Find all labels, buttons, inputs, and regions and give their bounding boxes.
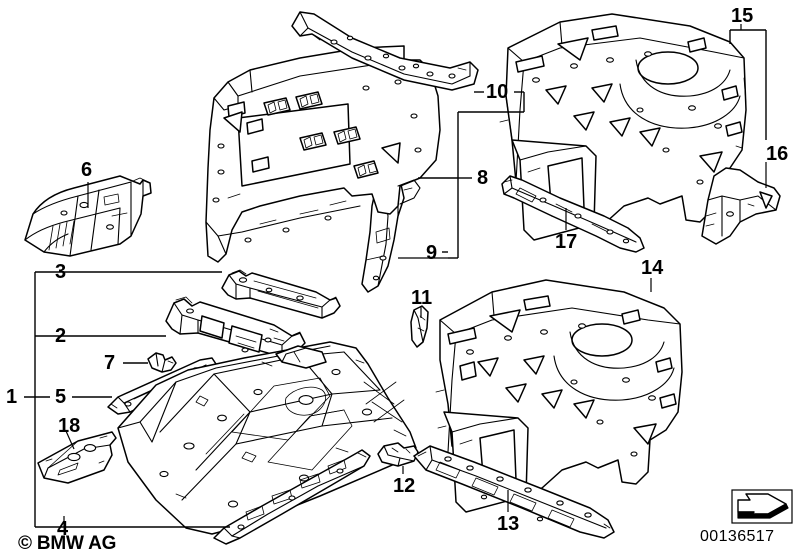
part-3-seat-cross-member-front [221, 269, 341, 319]
callout-3: 3 [55, 261, 67, 283]
callout-7: 7 [104, 352, 116, 374]
callout-18: 18 [58, 415, 81, 437]
part-7-clip-nut [147, 352, 177, 373]
part-6-tunnel-heat-shield [24, 175, 152, 257]
part-10-rear-upper-rail [291, 11, 479, 91]
diagram-number: 00136517 [700, 528, 775, 545]
part-17-rear-cross-member-upper [501, 175, 645, 253]
part-13-rear-cross-member-lower [413, 445, 615, 539]
part-2-seat-cross-member-rear [165, 296, 306, 358]
part-11-corner-bracket [410, 305, 429, 348]
part-4-floor-panel [117, 341, 417, 535]
part-16-side-member-bracket [701, 167, 781, 245]
callout-1: 1 [6, 386, 18, 408]
callout-8: 8 [477, 167, 489, 189]
callout-5: 5 [55, 386, 67, 408]
copyright-notice: © BMW AG [18, 533, 117, 554]
callout-4: 4 [57, 518, 69, 540]
callout-17: 17 [555, 231, 578, 253]
part-4-sill-rail [213, 449, 371, 545]
callout-10: 10 [486, 81, 509, 103]
callout-11: 11 [411, 287, 433, 309]
callout-12: 12 [393, 475, 416, 497]
part-8-body-side-frame [205, 45, 441, 263]
callout-2: 2 [55, 325, 67, 347]
part-18-reinforcement-plate [37, 431, 117, 484]
callout-16: 16 [766, 143, 789, 165]
part-floor-small-bracket-upper [275, 345, 327, 369]
leader-lines [24, 24, 767, 528]
callout-14: 14 [641, 257, 664, 279]
forward-arrow-icon [731, 489, 793, 524]
callout-15: 15 [731, 5, 754, 27]
callout-9: 9 [426, 242, 438, 264]
callout-13: 13 [497, 513, 520, 535]
callout-6: 6 [81, 159, 93, 181]
part-12-mounting-bracket [377, 442, 419, 467]
